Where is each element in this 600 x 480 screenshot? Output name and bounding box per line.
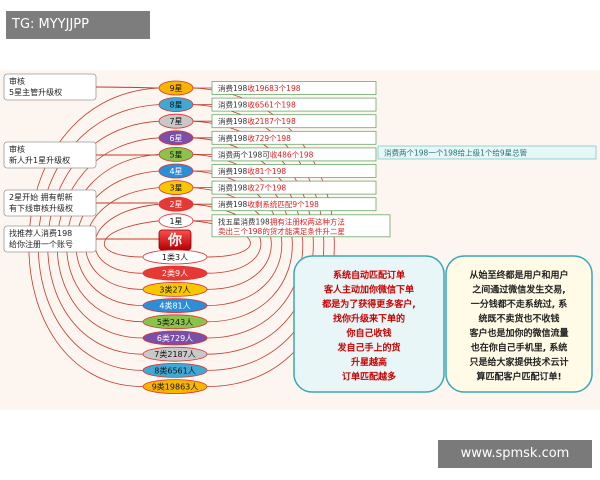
five-star-note: 消费两个198一个198给上级1个给9星总管	[377, 145, 597, 160]
connector-arc	[103, 220, 160, 258]
generation-label: 9类19863人	[152, 382, 199, 392]
generation-row-1: 1类3人	[142, 249, 208, 265]
connector-arc	[192, 187, 272, 290]
right-lines-line: 之间通过微信发生交易,	[472, 284, 565, 296]
middle-lines-line: 你自己收钱	[345, 327, 391, 339]
left-note-4-line2: 给你注册一个账号	[9, 239, 73, 249]
generation-label: 1类3人	[162, 252, 188, 262]
star-label: 7星	[169, 117, 182, 126]
generation-badge	[142, 362, 208, 378]
left-note-1: 审核 5星主管升级权	[3, 73, 97, 101]
star-label: 2星	[169, 200, 182, 209]
left-note-3-line2: 有下线审核升级权	[9, 203, 73, 213]
left-note-2-line1: 审核	[9, 144, 25, 154]
right-lines-line: 从始至终都是用户和用户	[469, 269, 568, 281]
star-row-8: 8星 消费198收6561个198	[158, 97, 377, 112]
star-row-4: 4星 消费198收81个198	[158, 163, 377, 179]
right-lines-line: 算匹配客户匹配订单!	[476, 371, 561, 383]
generation-label: 8类6561人	[154, 365, 195, 375]
left-note-4-line1: 找推荐人消费198	[9, 228, 72, 238]
generation-label: 4类81人	[159, 301, 190, 311]
star-row-5: 5星 消费两个198可收486个198	[158, 146, 377, 162]
star-label: 9星	[169, 84, 182, 93]
left-note-3-line1: 2星开始 拥有帮新	[9, 192, 73, 202]
left-note-2: 审核 新人升1星升级权	[3, 141, 97, 169]
star-label: 8星	[169, 101, 182, 110]
generation-badge	[142, 298, 208, 314]
star-row-6: 6星 消费198收729个198	[158, 130, 377, 146]
income-text-line2: 卖出三个198的货才能满足条件升二星	[218, 226, 345, 236]
middle-lines-line: 找你升级来下单的	[333, 313, 405, 325]
generation-badge	[142, 314, 208, 330]
connector-arc	[192, 170, 283, 306]
generation-row-6: 6类729人	[142, 330, 208, 346]
right-lines-line: 统既不卖货也不收钱	[478, 313, 559, 325]
generation-badge	[142, 379, 208, 395]
generation-row-2: 2类9人	[142, 265, 208, 281]
generation-label: 5类243人	[157, 317, 193, 327]
middle-lines-line: 都是为了获得更多客户,	[321, 298, 415, 310]
five-star-note-text: 消费两个198一个198给上级1个给9星总管	[384, 148, 528, 158]
right-lines-line: 客户也是加你的微信流量	[468, 327, 568, 339]
star-row-7: 7星 消费198收2187个198	[158, 113, 377, 129]
income-box	[211, 214, 391, 238]
star-label: 1星	[169, 217, 182, 226]
star-row-2: 2星 消费198收剩系统匹配9个198	[158, 196, 377, 212]
income-text: 找五星消费198拥有注册权两这种方法	[218, 216, 345, 226]
left-note-1-line1: 审核	[9, 76, 25, 86]
middle-lines-line: 发自己手上的货	[336, 342, 400, 354]
generation-label: 6类729人	[157, 333, 193, 343]
generation-badge	[142, 265, 208, 281]
watermark-bottom: www.spmsk.com	[438, 440, 592, 468]
income-text: 消费198收81个198	[218, 166, 286, 176]
generation-badge	[142, 281, 208, 297]
generation-badge	[142, 249, 208, 265]
middle-lines-line: 升星越高	[351, 356, 387, 368]
income-text: 消费198收19683个198	[218, 83, 301, 93]
star-label: 6星	[169, 134, 182, 143]
star-label: 5星	[169, 150, 182, 159]
generation-label: 7类2187人	[154, 349, 195, 359]
middle-lines-line: 客人主动加你微信下单	[323, 284, 414, 296]
star-label: 3星	[169, 184, 182, 193]
left-note-3: 2星开始 拥有帮新 有下线审核升级权	[3, 189, 97, 217]
left-note-2-line2: 新人升1星升级权	[9, 155, 70, 165]
generation-badge	[142, 346, 208, 362]
generation-row-4: 4类81人	[142, 298, 208, 314]
left-note-4: 找推荐人消费198 给你注册一个账号	[3, 225, 97, 253]
right-lines-line: 也在你自己手机里, 系统	[471, 342, 568, 354]
generation-row-3: 3类27人	[142, 281, 208, 297]
generation-row-8: 8类6561人	[142, 362, 208, 378]
right-lines-line: 只是给大家提供技术云计	[469, 356, 568, 368]
income-text: 消费198收剩系统匹配9个198	[218, 199, 319, 209]
generation-row-9: 9类19863人	[142, 379, 208, 395]
middle-lines-line: 系统自动匹配订单	[333, 269, 405, 281]
left-note-1-line2: 5星主管升级权	[9, 87, 62, 97]
star-row-9: 9星 消费198收19683个198	[158, 80, 377, 96]
income-text: 消费198收6561个198	[218, 100, 296, 110]
watermark-top: TG: MYYJJPP	[6, 11, 150, 39]
income-text: 消费198收2187个198	[218, 116, 296, 126]
generation-label: 2类9人	[162, 268, 188, 278]
right-lines-line: 一分钱都不走系统过, 系	[471, 298, 568, 310]
income-text: 消费198收27个198	[218, 183, 286, 193]
star-row-3: 3星 消费198收27个198	[158, 180, 377, 196]
generation-row-7: 7类2187人	[142, 346, 208, 362]
income-text: 消费198收729个198	[218, 133, 291, 143]
you-label: 你	[167, 232, 182, 249]
generation-row-5: 5类243人	[142, 314, 208, 330]
you-node: 你	[158, 229, 192, 251]
star-label: 4星	[169, 167, 182, 176]
income-text: 消费两个198可收486个198	[218, 149, 314, 159]
middle-lines-line: 订单匹配越多	[342, 371, 396, 383]
generation-badge	[142, 330, 208, 346]
generation-label: 3类27人	[159, 284, 190, 294]
